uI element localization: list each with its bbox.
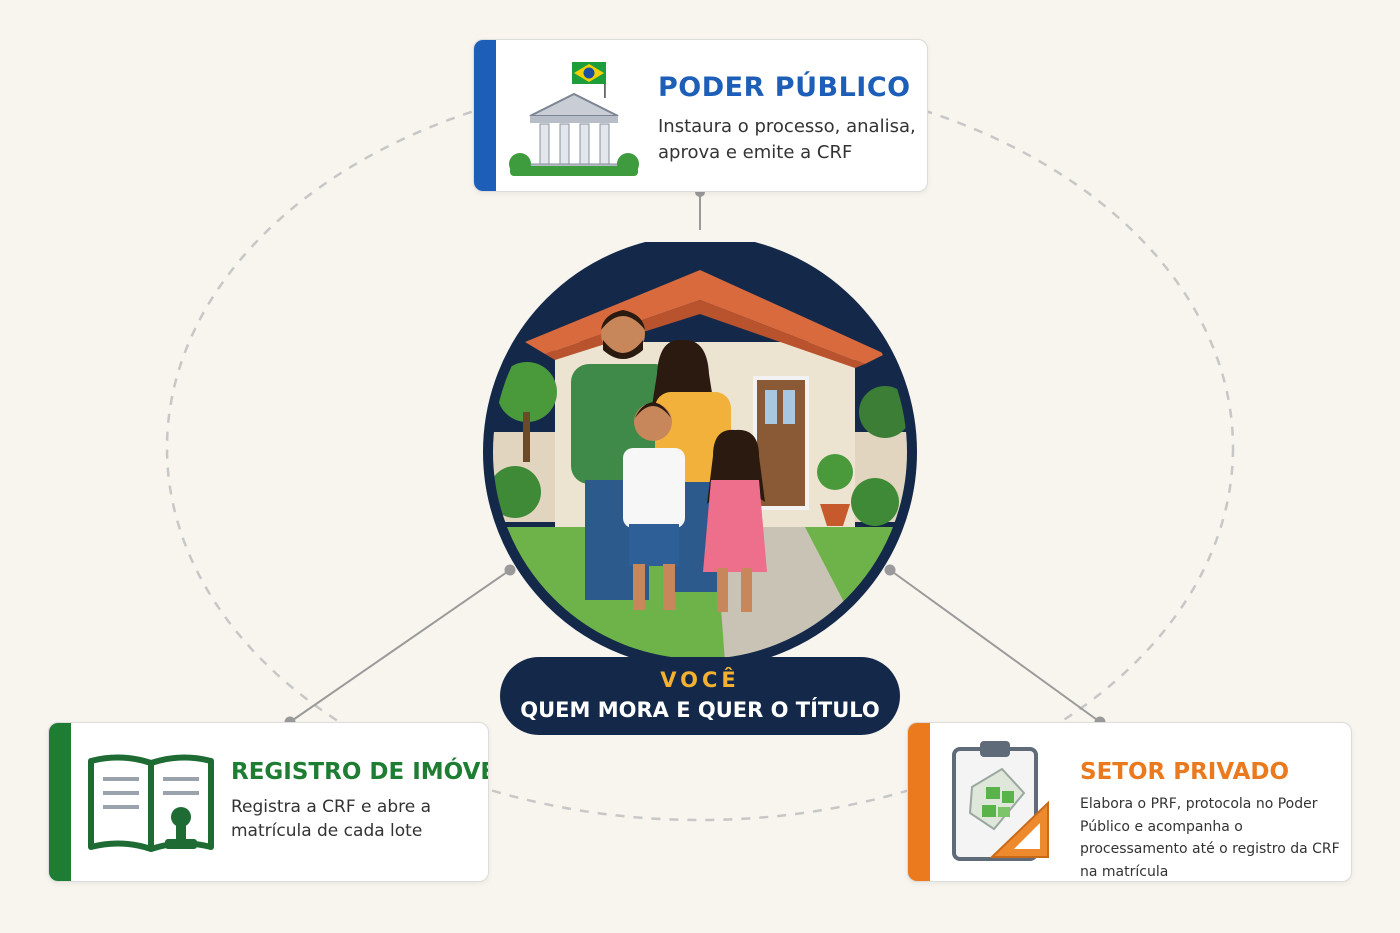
card-description: Registra a CRF e abre a matrícula de cad… xyxy=(231,797,432,841)
center-subtitle: QUEM MORA E QUER O TÍTULO xyxy=(520,698,880,722)
card-title: REGISTRO DE IMÓVEIS xyxy=(231,759,488,785)
card-description: Elabora o PRF, protocola no Poder Públic… xyxy=(1080,796,1340,880)
clipboard-map-set-square-icon xyxy=(952,741,1049,861)
family-house-illustration xyxy=(483,242,917,662)
connector-dot-registro-circle xyxy=(504,564,516,576)
card-poder-publico: PODER PÚBLICO Instaura o processo, anali… xyxy=(473,39,928,192)
center-label: VOCÊ xyxy=(660,668,740,692)
center-you-badge: VOCÊ QUEM MORA E QUER O TÍTULO xyxy=(500,657,900,735)
card-setor-privado: SETOR PRIVADO Elabora o PRF, protocola n… xyxy=(907,722,1352,882)
connector-registro xyxy=(289,569,511,723)
open-book-with-stamp-icon xyxy=(88,754,214,852)
connector-privado xyxy=(889,569,1101,723)
accent-bar xyxy=(908,723,930,881)
accent-bar xyxy=(49,723,71,881)
connector-dot-privado-circle xyxy=(884,564,896,576)
government-building-with-flag-icon xyxy=(509,62,639,176)
card-description: Instaura o processo, analisa, aprova e e… xyxy=(658,116,916,163)
accent-bar xyxy=(474,40,496,191)
card-title: PODER PÚBLICO xyxy=(658,72,911,103)
card-title: SETOR PRIVADO xyxy=(1080,759,1290,785)
card-registro-imoveis: REGISTRO DE IMÓVEIS Registra a CRF e abr… xyxy=(48,722,489,882)
